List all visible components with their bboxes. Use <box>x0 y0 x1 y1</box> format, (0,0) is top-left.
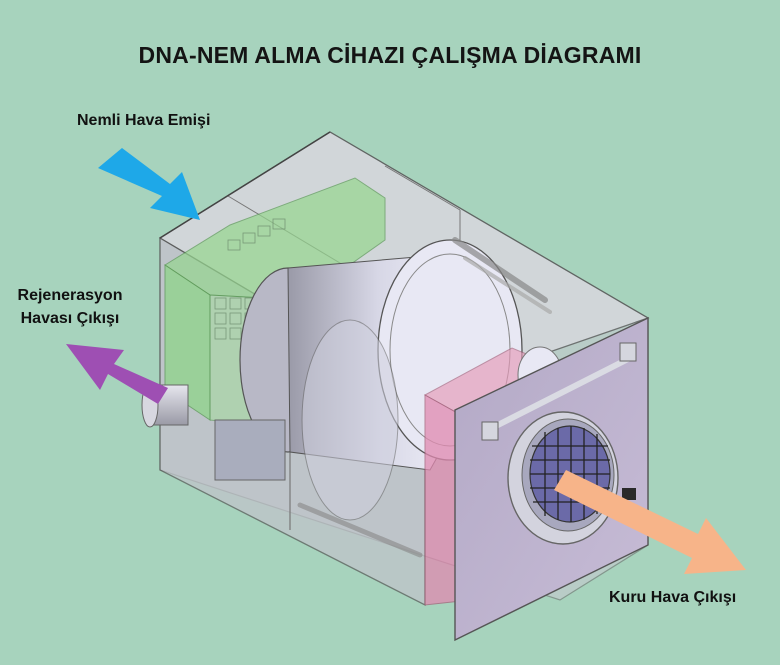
humid-air-intake-label: Nemli Hava Emişi <box>77 112 211 129</box>
desiccant-rotor <box>239 237 552 558</box>
front-handle <box>481 342 637 441</box>
regeneration-outlet-label-line1: Rejenerasyon <box>17 287 123 304</box>
regeneration-outlet-label-line2: Havası Çıkışı <box>20 310 120 327</box>
dry-air-arrow-icon <box>554 470 746 574</box>
regeneration-outlet-label: Rejenerasyon Havası Çıkışı <box>6 287 134 328</box>
humid-air-arrow-icon <box>98 148 200 220</box>
dry-air-outlet-label: Kuru Hava Çıkışı <box>609 589 737 606</box>
page-title: DNA-NEM ALMA CİHAZI ÇALIŞMA DİAGRAMI <box>138 42 642 68</box>
regeneration-air-arrow-icon <box>66 344 168 404</box>
